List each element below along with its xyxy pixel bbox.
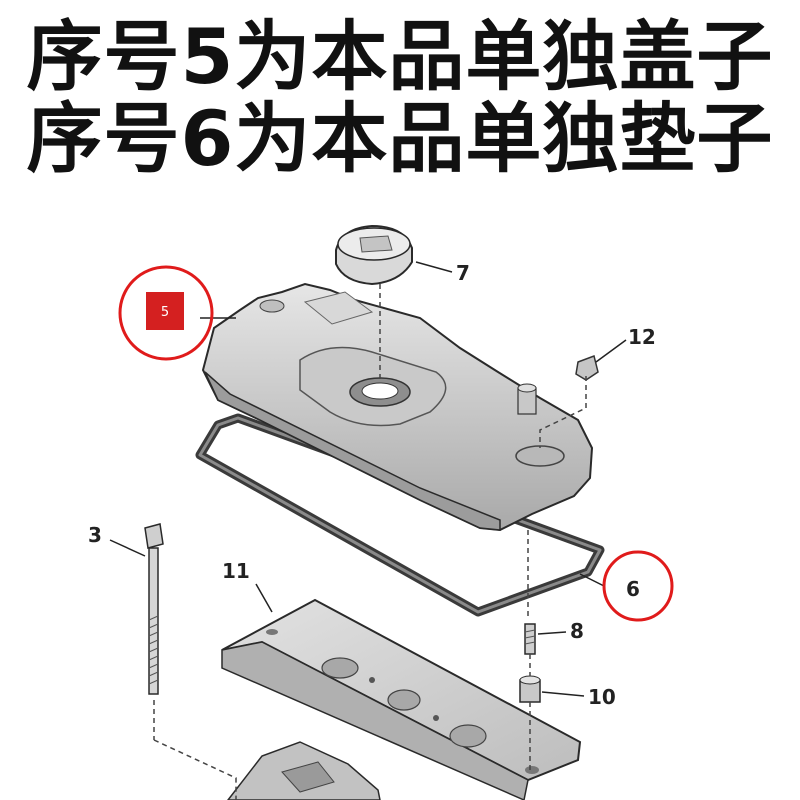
fastener-icon [575, 355, 599, 381]
valve-cover-icon [201, 282, 594, 532]
callout-10: 10 [588, 685, 616, 709]
cylinder-head-icon [227, 741, 381, 800]
stud-icon [524, 623, 536, 655]
gasket-icon [195, 413, 605, 617]
callout-7: 7 [456, 261, 470, 285]
spacer-icon [519, 675, 541, 703]
callout-11: 11 [222, 559, 250, 583]
headline-line-2: 序号6为本品单独垫子 [26, 94, 774, 183]
assembly-guide-lines [153, 284, 587, 800]
highlight-circle-6 [602, 550, 674, 622]
baffle-plate-icon [221, 598, 582, 800]
marker-5-label: 5 [161, 305, 169, 320]
callout-3: 3 [88, 523, 102, 547]
callout-12: 12 [628, 325, 656, 349]
callout-6: 6 [626, 577, 640, 601]
callout-8: 8 [570, 619, 584, 643]
bolt-icon [144, 523, 164, 695]
highlight-circle-5 [118, 265, 214, 361]
leader-lines [109, 261, 627, 697]
oil-filler-cap-icon [335, 224, 413, 286]
marker-5-badge [146, 292, 184, 330]
headline-line-1: 序号5为本品单独盖子 [26, 12, 774, 101]
